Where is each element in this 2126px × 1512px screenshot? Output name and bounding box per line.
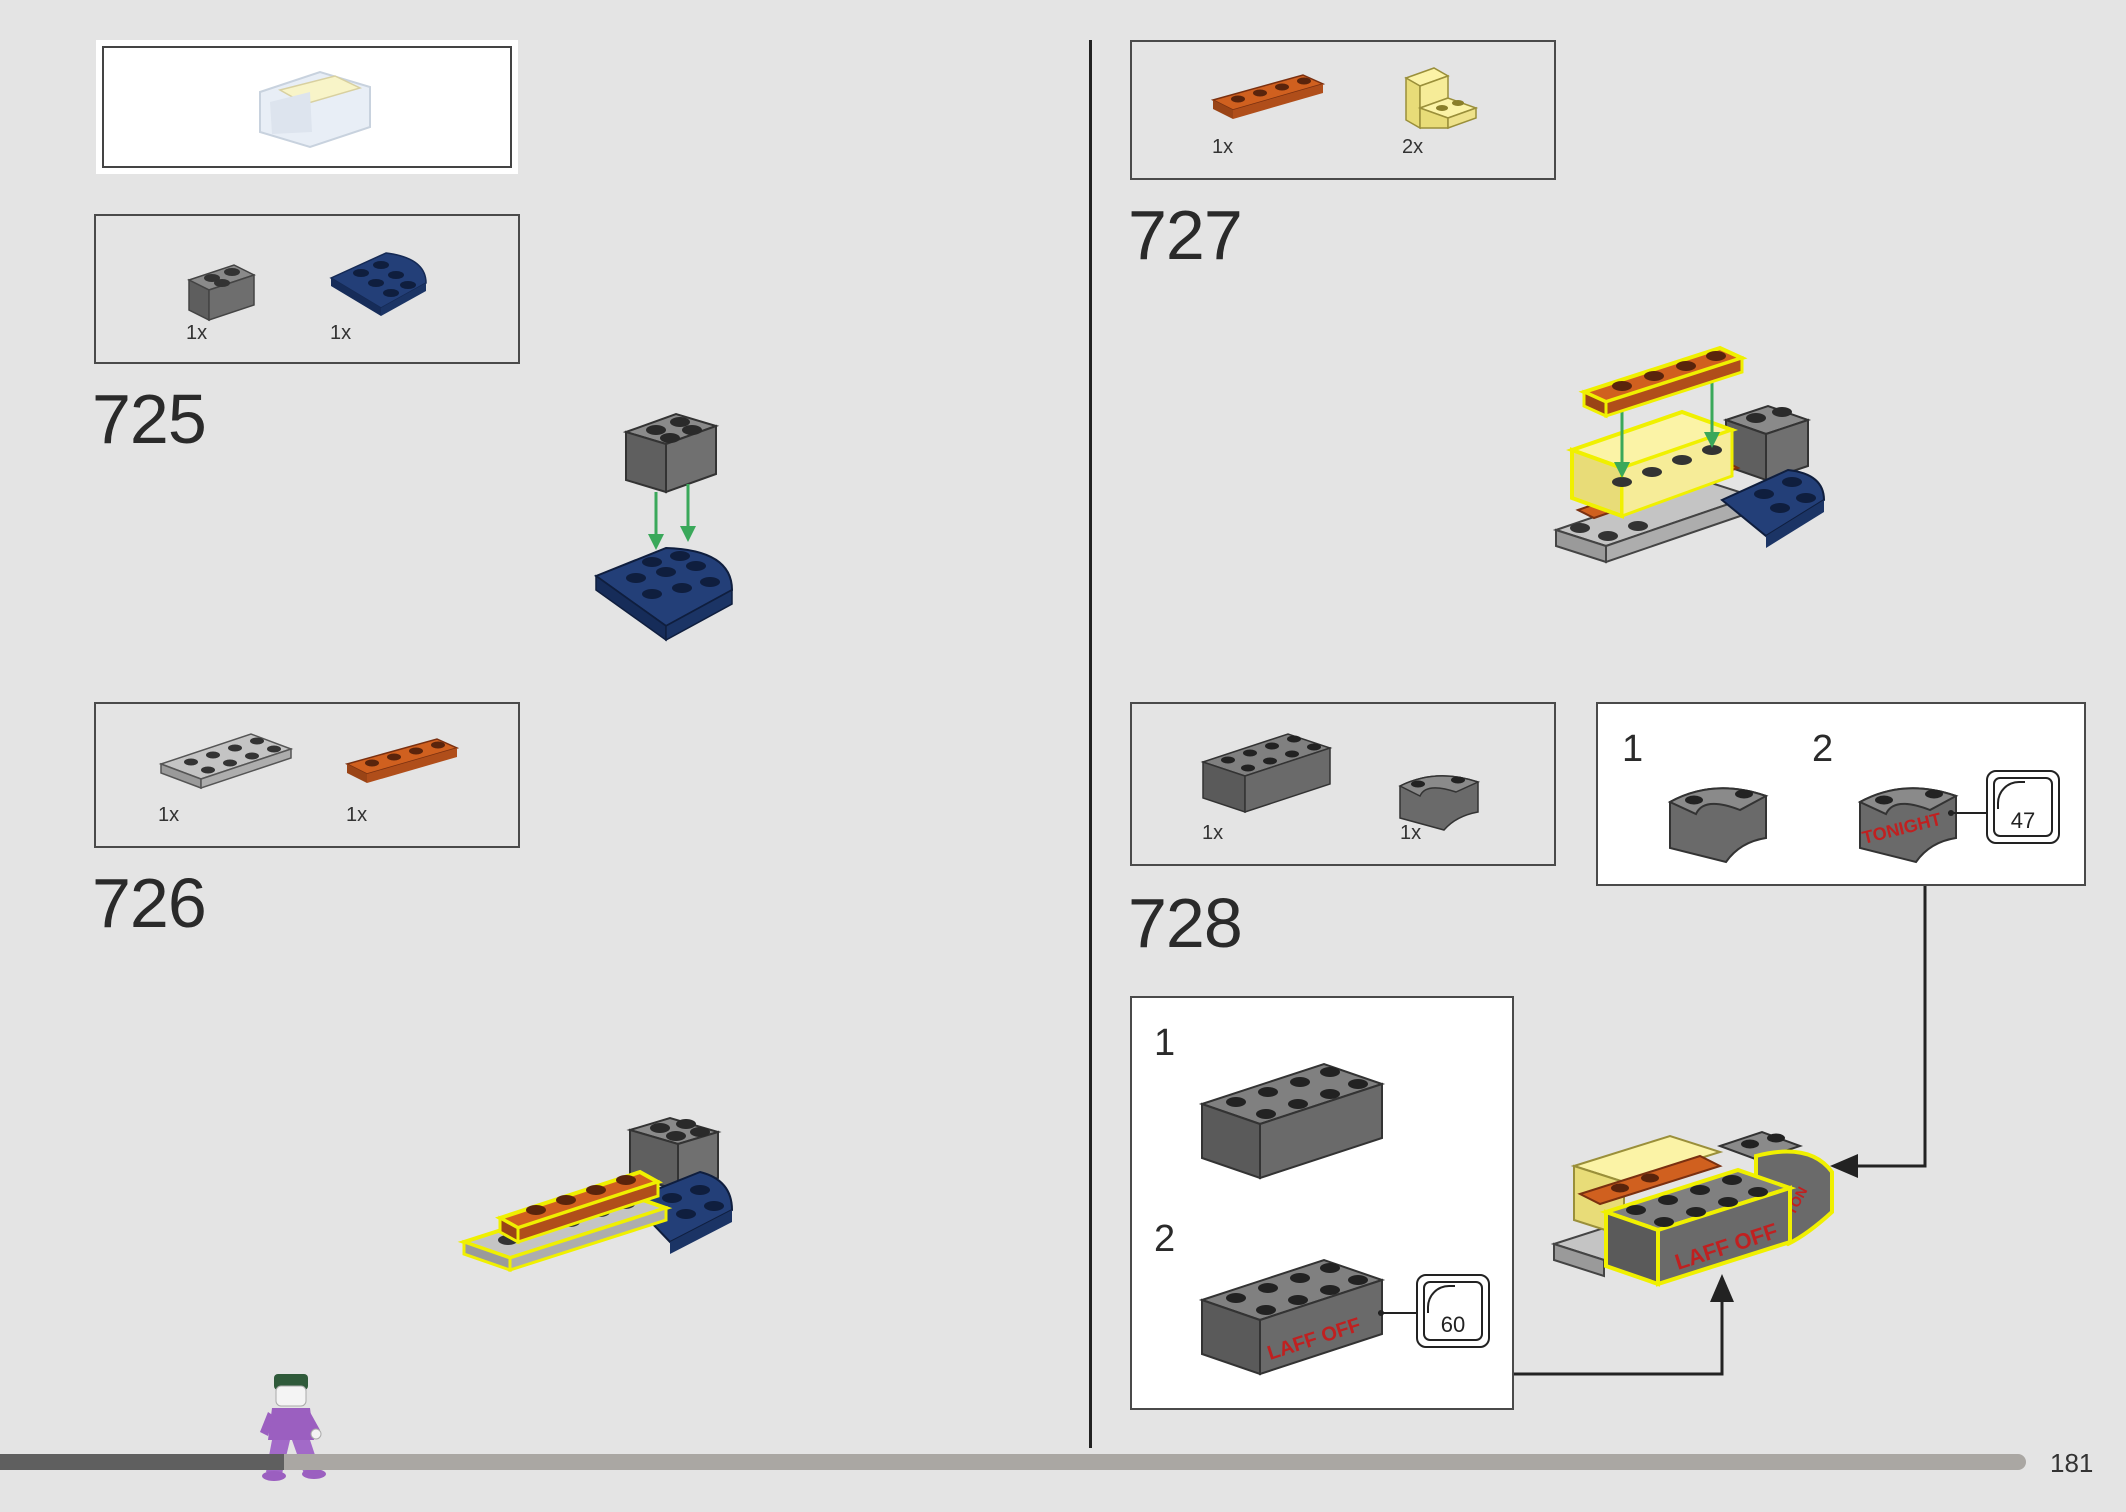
step-number-726: 726 [92,864,207,942]
submodel-preview-box [96,40,518,174]
dark-gray-macaroni-brick-icon [1667,787,1769,864]
callout-substep-1: 1 [1622,728,1644,770]
assembly-726-illustration [457,1116,734,1273]
printed-brick-2x4-icon: LAFF OFF [1198,1258,1386,1376]
part-qty: 1x [158,804,180,826]
part-qty: 2x [1402,136,1424,158]
parts-box-725: 1x 1x [94,214,520,364]
callout-substep-2: 2 [1812,728,1834,770]
sticker-curl-icon [1997,781,2025,809]
callout-box-sticker-47: 1 2 TONIGHT 47 [1596,702,2086,886]
parts-box-728: 1x 1x [1130,702,1556,866]
dark-gray-brick-2x2-icon [187,264,256,322]
sticker-curl-icon [1427,1285,1455,1313]
parts-box-727: 1x 2x [1130,40,1556,180]
part-qty: 1x [1400,822,1422,844]
step-number-725: 725 [92,380,207,458]
dark-gray-brick-2x4-icon [1200,733,1333,814]
part-qty: 1x [1212,136,1234,158]
light-gray-plate-2x4-icon [158,733,294,790]
callout-substep-2: 2 [1154,1218,1176,1260]
sticker-leader-line [1948,810,1986,816]
assembly-728-illustration: TON LAFF OFF [1550,1130,1834,1287]
assembly-727-illustration [1552,345,1826,564]
step-number-728: 728 [1128,884,1243,962]
step-number-727: 727 [1128,196,1243,274]
sticker-60-badge: 60 [1416,1274,1490,1348]
callout-box-sticker-60: 1 2 LAFF OFF 60 [1130,996,1514,1410]
dark-gray-brick-2x4-icon [1198,1062,1386,1180]
orange-plate-1x4-icon [344,738,460,783]
page-number: 181 [2050,1448,2094,1478]
parts-box-726: 1x 1x [94,702,520,848]
sticker-47-badge: 47 [1986,770,2060,844]
printed-macaroni-brick-icon: TONIGHT [1857,787,1959,864]
dark-gray-macaroni-brick-icon [1398,775,1481,831]
dark-blue-round-plate-3x3-icon [329,252,427,316]
progress-bar-fill [0,1454,284,1470]
sticker-leader-line [1378,1310,1416,1316]
submodel-preview-icon [259,70,371,149]
part-qty: 1x [186,322,208,344]
yellow-bracket-1x2-icon [1404,67,1479,130]
assembly-725-illustration [593,412,734,642]
part-qty: 1x [330,322,352,344]
page-divider [1089,40,1092,1448]
part-qty: 1x [1202,822,1224,844]
part-qty: 1x [346,804,368,826]
progress-bar-track [0,1454,2026,1470]
callout-substep-1: 1 [1154,1022,1176,1064]
orange-plate-1x4-icon [1210,74,1326,119]
